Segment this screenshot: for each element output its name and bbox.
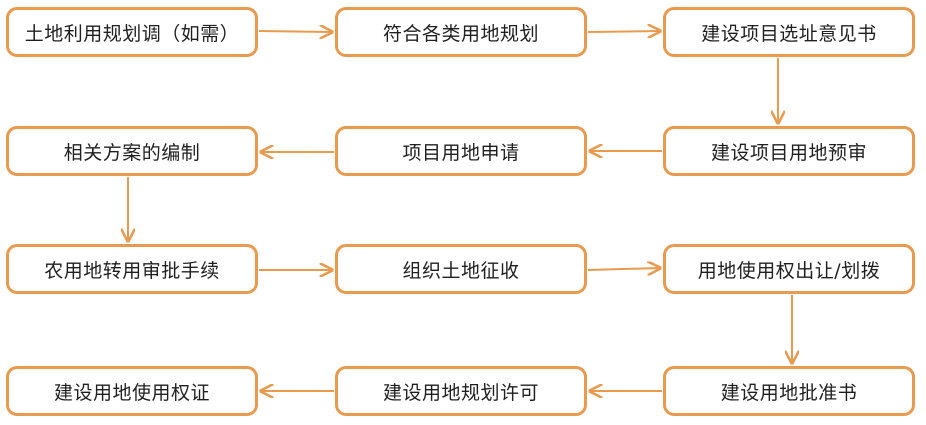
node-site-selection-opinion: 建设项目选址意见书 (663, 7, 915, 57)
node-land-application: 项目用地申请 (335, 126, 587, 176)
arrow-n1-n2 (258, 31, 332, 32)
node-plan-preparation: 相关方案的编制 (6, 126, 258, 176)
node-land-use-plan-adjustment: 土地利用规划调（如需） (6, 7, 258, 57)
node-land-use-certificate: 建设用地使用权证 (6, 366, 258, 416)
node-land-use-right-transfer: 用地使用权出让/划拨 (663, 244, 915, 294)
arrow-n8-n9 (587, 268, 660, 270)
node-conform-land-plans: 符合各类用地规划 (335, 7, 587, 57)
node-land-pre-review: 建设项目用地预审 (663, 126, 915, 176)
arrow-n2-n3 (587, 31, 660, 32)
node-land-planning-permit: 建设用地规划许可 (335, 366, 587, 416)
node-land-expropriation: 组织土地征收 (335, 244, 587, 294)
node-construction-land-approval: 建设用地批准书 (663, 366, 915, 416)
node-farmland-conversion: 农用地转用审批手续 (6, 244, 258, 294)
